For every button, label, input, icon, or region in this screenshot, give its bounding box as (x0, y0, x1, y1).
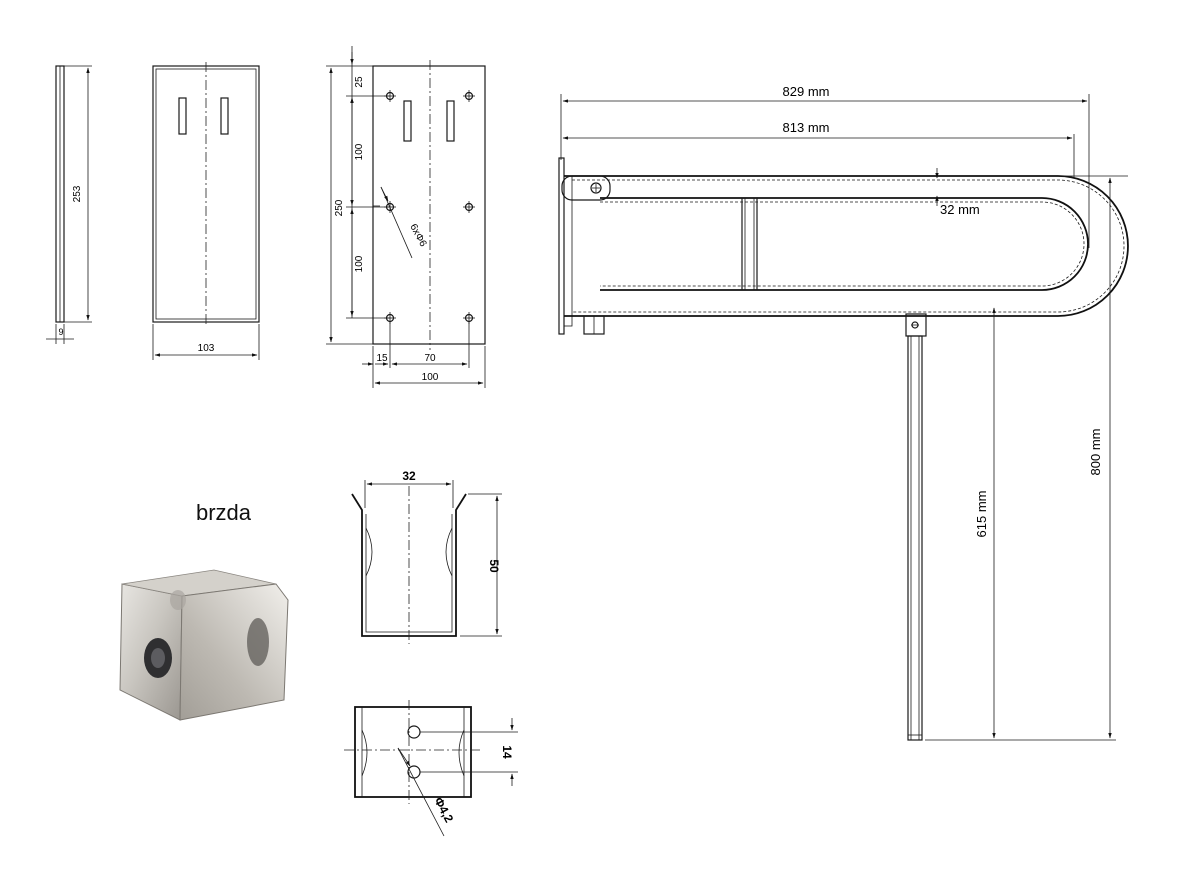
hole-callout: Φ4,2 (431, 795, 456, 825)
dim-hole-gap-1: 100 (354, 143, 365, 160)
dim-edge-offset: 15 (376, 353, 388, 364)
dim-top-offset: 25 (354, 76, 365, 88)
slot-left (178, 97, 187, 135)
dim-plate-thickness: 9 (58, 327, 63, 337)
plate-front-view: 103 (152, 62, 260, 360)
brake-title: brzda (196, 500, 252, 525)
brake-side-view: 14 Φ4,2 (344, 700, 518, 837)
holes-callout: 6xΦ6 (407, 222, 428, 249)
dim-plate-total: 250 (334, 199, 345, 216)
dim-slot-spacing: 14 (500, 745, 514, 759)
plate-side-view: 253 9 (46, 65, 92, 344)
dim-hole-gap-2: 100 (354, 255, 365, 272)
dim-brake-width: 32 (402, 469, 416, 483)
dim-plate-height: 253 (72, 185, 83, 202)
dim-plate-width: 103 (198, 343, 215, 354)
brake-front-view: 32 50 (351, 469, 502, 644)
slot-right (220, 97, 229, 135)
dim-plate-width-3: 100 (422, 372, 439, 383)
dim-bar-length-inner: 813 mm (783, 120, 830, 135)
dim-hole-spacing: 70 (424, 353, 436, 364)
grab-bar-elevation: 829 mm 813 mm 32 mm 615 mm 800 mm (558, 84, 1129, 741)
mounting-holes (384, 90, 475, 324)
brake-photo (119, 569, 289, 721)
plate-dimensioned-view: 250 25 100 100 6xΦ6 15 70 100 (326, 46, 486, 388)
dim-leg-height: 615 mm (974, 491, 989, 538)
dim-brake-height: 50 (487, 559, 501, 573)
dim-bar-length-outer: 829 mm (783, 84, 830, 99)
dim-tube-diameter: 32 mm (940, 202, 980, 217)
dim-total-height: 800 mm (1088, 429, 1103, 476)
